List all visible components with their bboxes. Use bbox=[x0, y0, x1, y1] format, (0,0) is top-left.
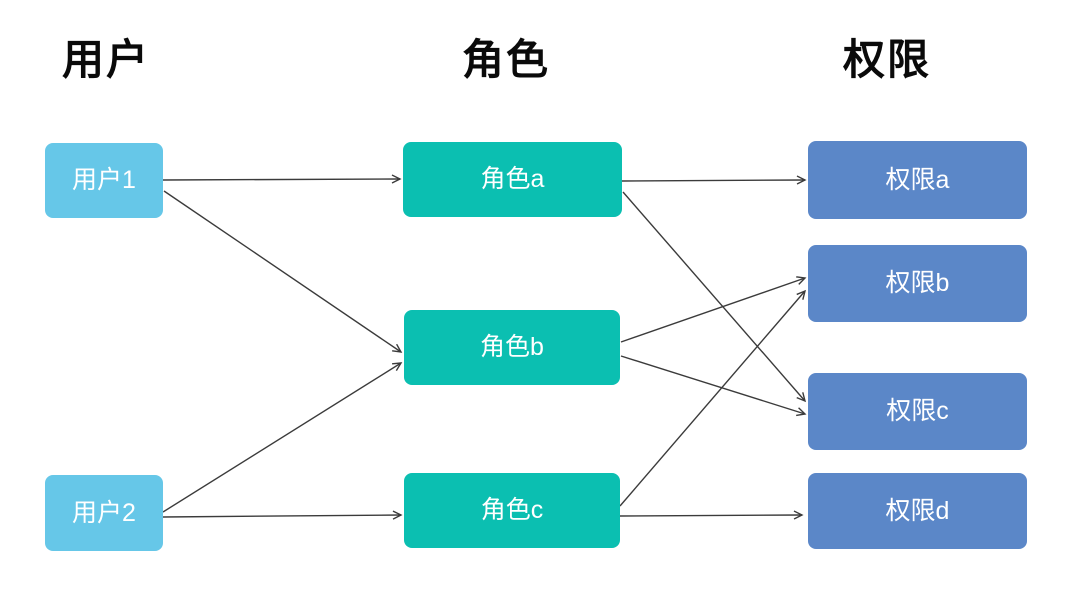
node-permission-c: 权限c bbox=[808, 373, 1027, 450]
node-label: 权限c bbox=[886, 397, 949, 425]
edge-roleC-to-permB bbox=[619, 291, 805, 507]
node-permission-d: 权限d bbox=[808, 473, 1027, 549]
node-label: 用户2 bbox=[72, 498, 136, 527]
edge-user2-to-roleB bbox=[162, 363, 401, 513]
node-label: 角色a bbox=[480, 165, 545, 193]
node-permission-a: 权限a bbox=[808, 141, 1027, 219]
node-role-a: 角色a bbox=[403, 142, 622, 217]
node-label: 角色c bbox=[480, 496, 544, 524]
edge-roleB-to-permB bbox=[620, 278, 805, 343]
node-role-b: 角色b bbox=[404, 310, 620, 385]
column-header-roles: 角色 bbox=[462, 36, 551, 83]
column-header-permissions: 权限 bbox=[843, 36, 932, 83]
edge-user1-to-roleB bbox=[163, 190, 401, 352]
node-user2: 用户2 bbox=[45, 475, 163, 551]
node-permission-b: 权限b bbox=[808, 245, 1027, 322]
column-header-users: 用户 bbox=[62, 36, 151, 83]
node-user1: 用户1 bbox=[45, 143, 163, 218]
node-label: 权限d bbox=[885, 496, 950, 525]
edge-user1-to-roleA bbox=[162, 179, 400, 180]
node-label: 用户1 bbox=[72, 166, 136, 194]
edge-roleC-to-permD bbox=[619, 515, 802, 516]
node-label: 权限a bbox=[885, 165, 950, 194]
node-role-c: 角色c bbox=[404, 473, 620, 548]
edge-roleA-to-permC bbox=[622, 191, 805, 401]
edge-user2-to-roleC bbox=[162, 515, 401, 517]
edge-roleA-to-permA bbox=[621, 180, 805, 181]
node-label: 权限b bbox=[885, 269, 950, 297]
node-label: 角色b bbox=[480, 333, 544, 361]
edge-roleB-to-permC bbox=[620, 355, 805, 414]
